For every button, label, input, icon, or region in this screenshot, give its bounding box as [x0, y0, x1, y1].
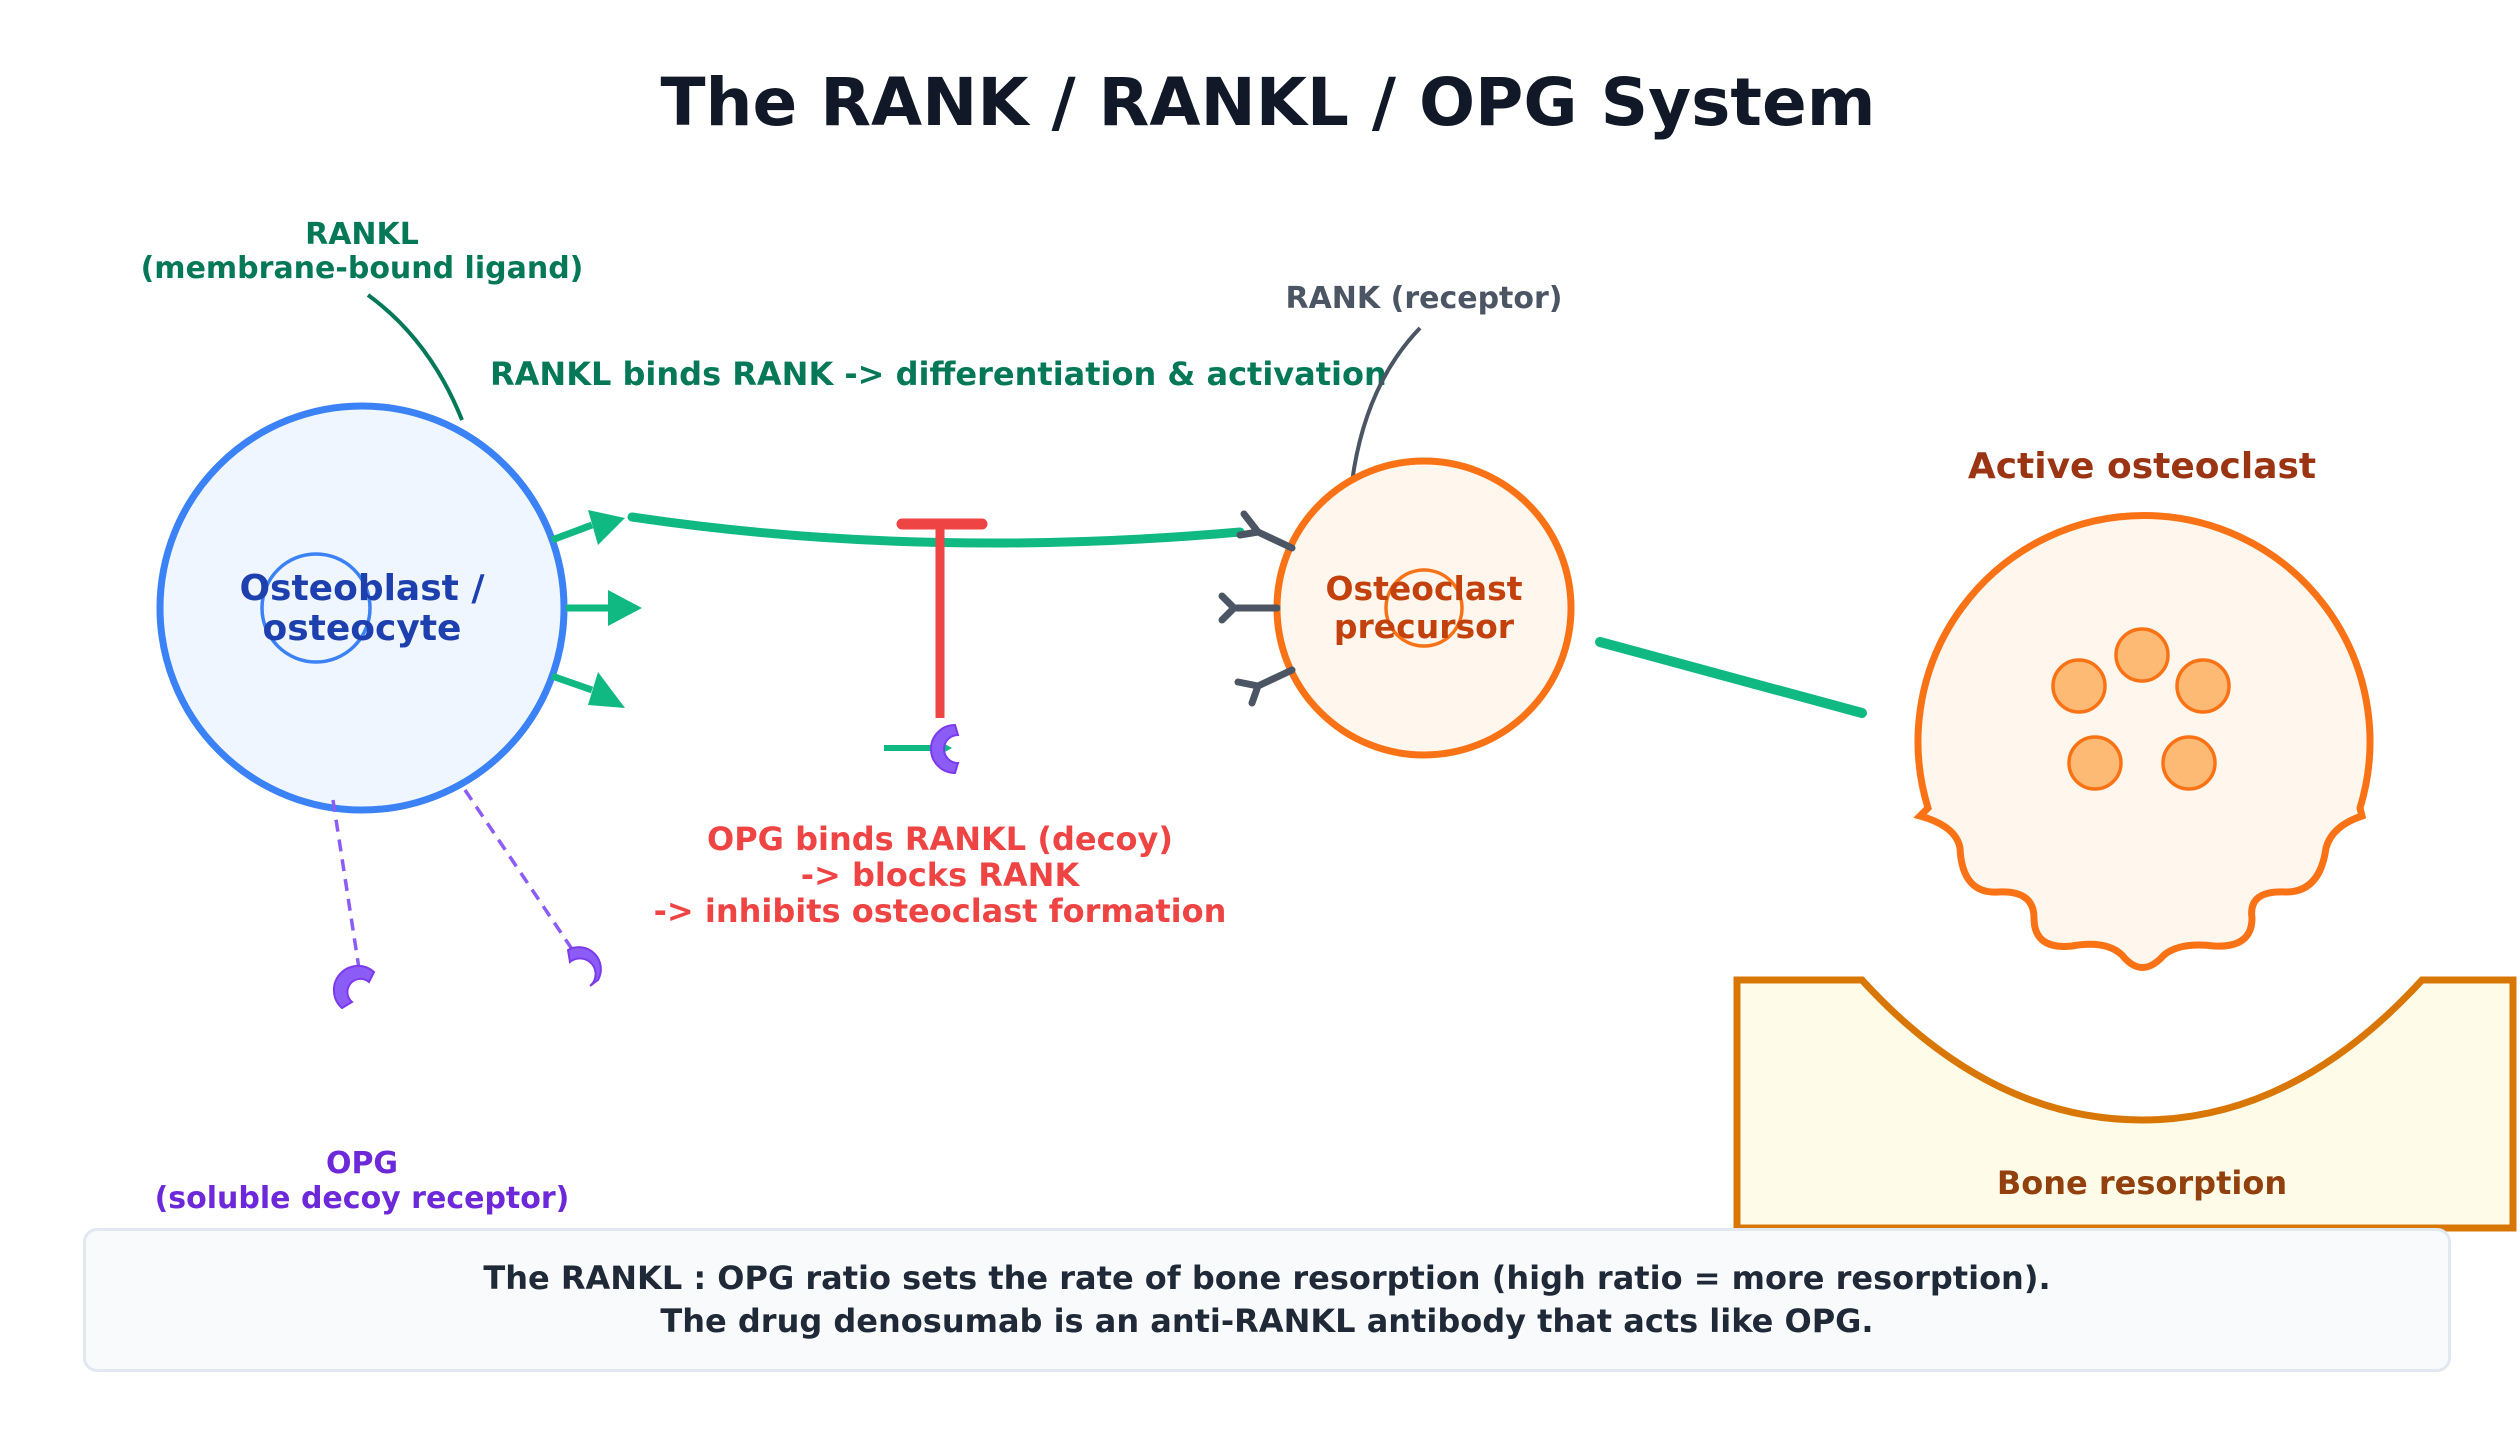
opg-icon-left [332, 964, 376, 1010]
opg-secretion-path-right [463, 789, 580, 959]
rank-receptor-middle [1218, 592, 1281, 624]
rankl-arrowhead-upper [588, 510, 625, 545]
osteoclast-nucleus-3 [2175, 658, 2231, 714]
osteoclast-nucleus-1 [2114, 627, 2170, 683]
osteoblast-membrane [156, 402, 568, 814]
osteoclast-precursor-cell: Osteoclast precursor [1273, 457, 1575, 759]
rankl-arrowhead-lower [588, 672, 625, 708]
active-osteoclast-label: Active osteoclast [1968, 446, 2316, 487]
osteoblast-cell: Osteoblast / osteocyte [156, 402, 568, 814]
summary-line-1: The RANKL : OPG ratio sets the rate of b… [483, 1259, 2051, 1297]
bone-resorption-label: Bone resorption [1997, 1164, 2287, 1202]
active-osteoclast-cell [1913, 512, 2374, 971]
bone-block: Bone resorption [1733, 976, 2517, 1232]
osteoblast-label-line2: osteocyte [263, 608, 462, 649]
page-title: The RANK / RANKL / OPG System [660, 64, 1875, 141]
rank-receptor-upper [1236, 510, 1296, 552]
summary-line-2: The drug denosumab is an anti-RANKL anti… [660, 1302, 1874, 1340]
opg-rankl-complex [884, 723, 960, 775]
opg-inhibition-bar [896, 518, 988, 718]
osteoblast-nucleus [260, 552, 372, 664]
opg-decoy-label-line2: -> blocks RANK [801, 856, 1081, 894]
precursor-label-line1: Osteoclast [1325, 569, 1522, 608]
rank-receptor-lower [1234, 666, 1296, 707]
opg-decoy-label-line3: -> inhibits osteoclast formation [654, 892, 1227, 930]
opg-label-line1: OPG [326, 1146, 398, 1181]
osteoclast-nucleus-4 [2067, 735, 2123, 791]
rankl-ligands [550, 510, 642, 708]
rankl-label-line1: RANKL [305, 217, 419, 252]
bone-surface [1733, 976, 2517, 1232]
rankl-label-line2: (membrane-bound ligand) [141, 251, 584, 286]
rankl-binding-curve [627, 512, 1245, 548]
differentiation-arrow [1595, 637, 1867, 718]
osteoblast-label-line1: Osteoblast / [239, 568, 485, 609]
osteoclast-nucleus-2 [2051, 658, 2107, 714]
binding-label: RANKL binds RANK -> differentiation & ac… [490, 355, 1387, 393]
opg-label-line2: (soluble decoy receptor) [155, 1181, 570, 1216]
precursor-label-line2: precursor [1334, 607, 1515, 646]
rankl-arrowhead-middle [608, 590, 642, 626]
opg-icon-right [566, 946, 602, 987]
rank-receptors [1218, 510, 1296, 707]
rank-receptor-label: RANK (receptor) [1285, 281, 1562, 316]
rankl-leader-line [366, 293, 464, 421]
opg-decoy-label-line1: OPG binds RANKL (decoy) [707, 820, 1173, 858]
osteoclast-nucleus-5 [2161, 735, 2217, 791]
bound-opg-icon [930, 723, 960, 775]
rankl-arrow-upper [550, 521, 594, 544]
rankl-arrow-lower [550, 672, 594, 694]
secreted-opg [331, 789, 602, 1010]
precursor-nucleus [1384, 568, 1464, 648]
active-osteoclast-membrane [1913, 512, 2374, 971]
opg-secretion-path-left [331, 799, 362, 976]
rank-leader-line [1350, 326, 1422, 483]
summary-box: The RANKL : OPG ratio sets the rate of b… [83, 1228, 2451, 1372]
